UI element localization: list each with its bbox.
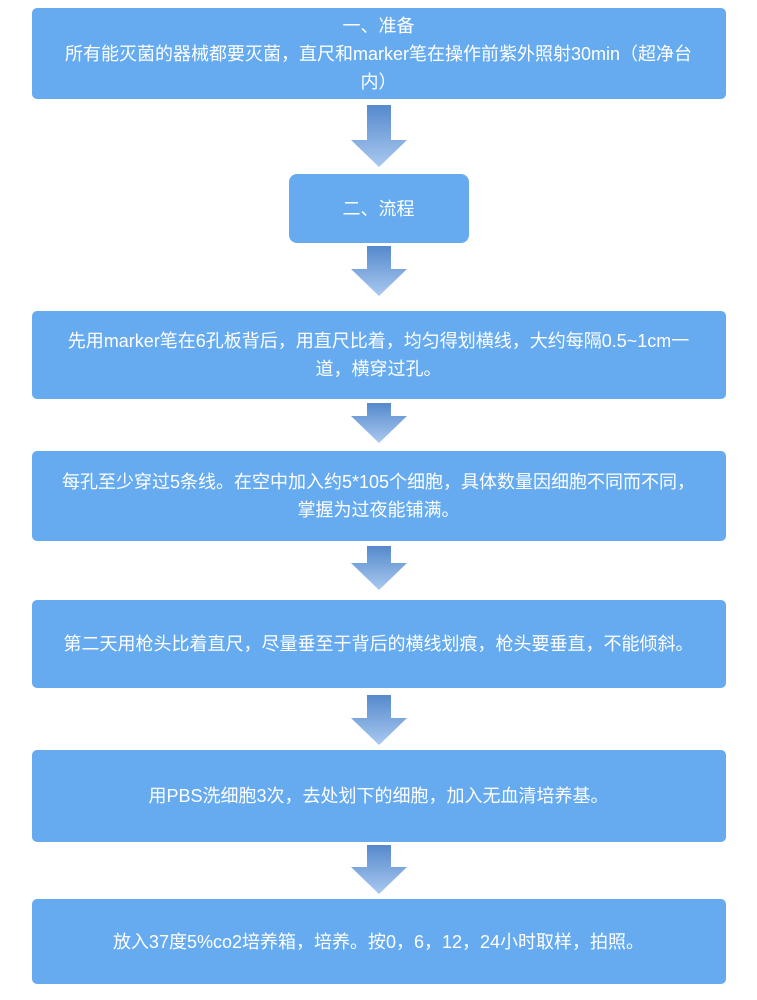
step-box-wash-pbs: 用PBS洗细胞3次，去处划下的细胞，加入无血清培养基。 bbox=[31, 750, 726, 842]
step-body: 所有能灭菌的器械都要灭菌，直尺和marker笔在操作前紫外照射30min（超净台… bbox=[64, 43, 693, 92]
step-box-incubate: 放入37度5%co2培养箱，培养。按0，6，12，24小时取样，拍照。 bbox=[31, 899, 726, 984]
step-box-preparation: 一、准备 所有能灭菌的器械都要灭菌，直尺和marker笔在操作前紫外照射30mi… bbox=[31, 8, 726, 99]
step-body: 每孔至少穿过5条线。在空中加入约5*105个细胞，具体数量因细胞不同而不同，掌握… bbox=[61, 472, 696, 520]
step-box-draw-lines: 先用marker笔在6孔板背后，用直尺比着，均匀得划横线，大约每隔0.5~1cm… bbox=[31, 311, 726, 399]
step-title: 二、流程 bbox=[342, 198, 415, 219]
step-body: 第二天用枪头比着直尺，尽量垂至于背后的横线划痕，枪头要垂直，不能倾斜。 bbox=[63, 634, 694, 654]
step-body: 用PBS洗细胞3次，去处划下的细胞，加入无血清培养基。 bbox=[148, 786, 609, 806]
step-box-seed-cells: 每孔至少穿过5条线。在空中加入约5*105个细胞，具体数量因细胞不同而不同，掌握… bbox=[31, 451, 726, 541]
step-title: 一、准备 bbox=[342, 15, 415, 36]
down-arrow-icon bbox=[350, 845, 407, 894]
down-arrow-icon bbox=[350, 546, 407, 590]
down-arrow-icon bbox=[350, 105, 407, 167]
step-box-scratch: 第二天用枪头比着直尺，尽量垂至于背后的横线划痕，枪头要垂直，不能倾斜。 bbox=[31, 600, 726, 688]
step-box-procedure-header: 二、流程 bbox=[288, 174, 469, 243]
down-arrow-icon bbox=[350, 403, 407, 443]
step-body: 放入37度5%co2培养箱，培养。按0，6，12，24小时取样，拍照。 bbox=[112, 931, 645, 952]
step-body: 先用marker笔在6孔板背后，用直尺比着，均匀得划横线，大约每隔0.5~1cm… bbox=[67, 331, 690, 379]
down-arrow-icon bbox=[350, 695, 407, 745]
down-arrow-icon bbox=[350, 246, 407, 296]
